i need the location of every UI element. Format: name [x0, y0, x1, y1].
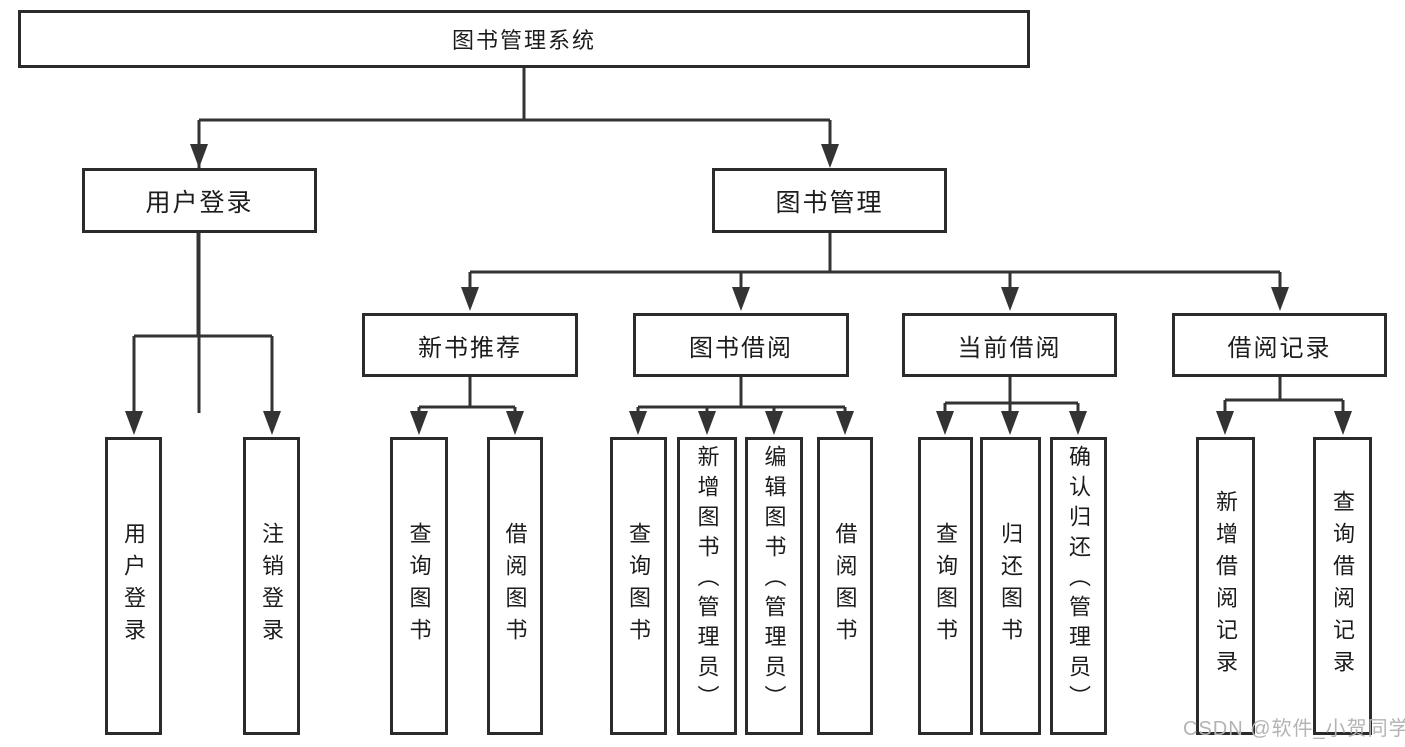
node-label: 注销登录 — [259, 522, 285, 650]
node-label: 查询图书 — [406, 522, 432, 650]
node-label: 当前借阅 — [957, 334, 1062, 362]
csdn-watermark: CSDN @软件_小贺同学 — [1183, 718, 1405, 740]
connector-root-to-level2 — [190, 68, 839, 413]
node-label: 图书借阅 — [689, 334, 793, 362]
node-leaf-current-confirm-return-admin: 确认归还（管理员） — [1050, 437, 1107, 735]
node-leaf-borrowing-borrow-books: 借阅图书 — [817, 437, 873, 735]
node-new-book-recommend: 新书推荐 — [362, 313, 578, 377]
node-book-borrowing: 图书借阅 — [633, 313, 849, 377]
node-label: 新增借阅记录 — [1213, 490, 1239, 682]
node-book-management: 图书管理 — [712, 168, 947, 233]
node-leaf-newbooks-borrow-books: 借阅图书 — [487, 437, 543, 735]
node-label: 借阅图书 — [832, 522, 858, 650]
node-label: 查询图书 — [626, 522, 652, 650]
connector-book-mgmt-to-level3 — [461, 233, 1289, 311]
connector-borrow-records-to-leaves — [1216, 377, 1352, 435]
node-leaf-borrowing-add-books-admin: 新增图书（管理员） — [677, 437, 737, 735]
node-label: 借阅图书 — [502, 522, 528, 650]
node-leaf-borrowing-edit-books-admin: 编辑图书（管理员） — [745, 437, 803, 735]
node-label: 查询借阅记录 — [1330, 490, 1356, 682]
node-label: 确认归还（管理员） — [1066, 445, 1092, 715]
node-leaf-user-login: 用户登录 — [105, 437, 162, 735]
node-label: 归还图书 — [998, 522, 1024, 650]
node-leaf-newbooks-query-books: 查询图书 — [390, 437, 448, 735]
node-label: 用户登录 — [121, 522, 147, 650]
node-library-management-system: 图书管理系统 — [18, 10, 1030, 68]
node-leaf-records-query-borrow-record: 查询借阅记录 — [1313, 437, 1372, 735]
node-leaf-current-query-books: 查询图书 — [918, 437, 973, 735]
node-leaf-records-add-borrow-record: 新增借阅记录 — [1196, 437, 1255, 735]
node-label: 新增图书（管理员） — [694, 445, 720, 715]
node-label: 图书管理系统 — [451, 28, 596, 53]
connector-book-borrow-to-leaves — [629, 377, 854, 435]
node-current-borrowing: 当前借阅 — [902, 313, 1117, 377]
node-user-login: 用户登录 — [82, 168, 317, 233]
connector-current-borrow-to-leaves — [936, 377, 1087, 435]
connector-new-books-to-leaves — [410, 377, 524, 435]
node-label: 图书管理 — [775, 188, 884, 217]
node-label: 用户登录 — [145, 188, 254, 217]
node-leaf-borrowing-query-books: 查询图书 — [610, 437, 667, 735]
node-leaf-current-return-books: 归还图书 — [980, 437, 1041, 735]
node-label: 借阅记录 — [1227, 334, 1332, 362]
node-label: 新书推荐 — [418, 334, 522, 362]
node-label: 查询图书 — [933, 522, 959, 650]
node-leaf-logout: 注销登录 — [243, 437, 300, 735]
node-label: 编辑图书（管理员） — [761, 445, 787, 715]
connector-user-login-to-leaves — [125, 233, 281, 435]
node-borrow-records: 借阅记录 — [1172, 313, 1387, 377]
